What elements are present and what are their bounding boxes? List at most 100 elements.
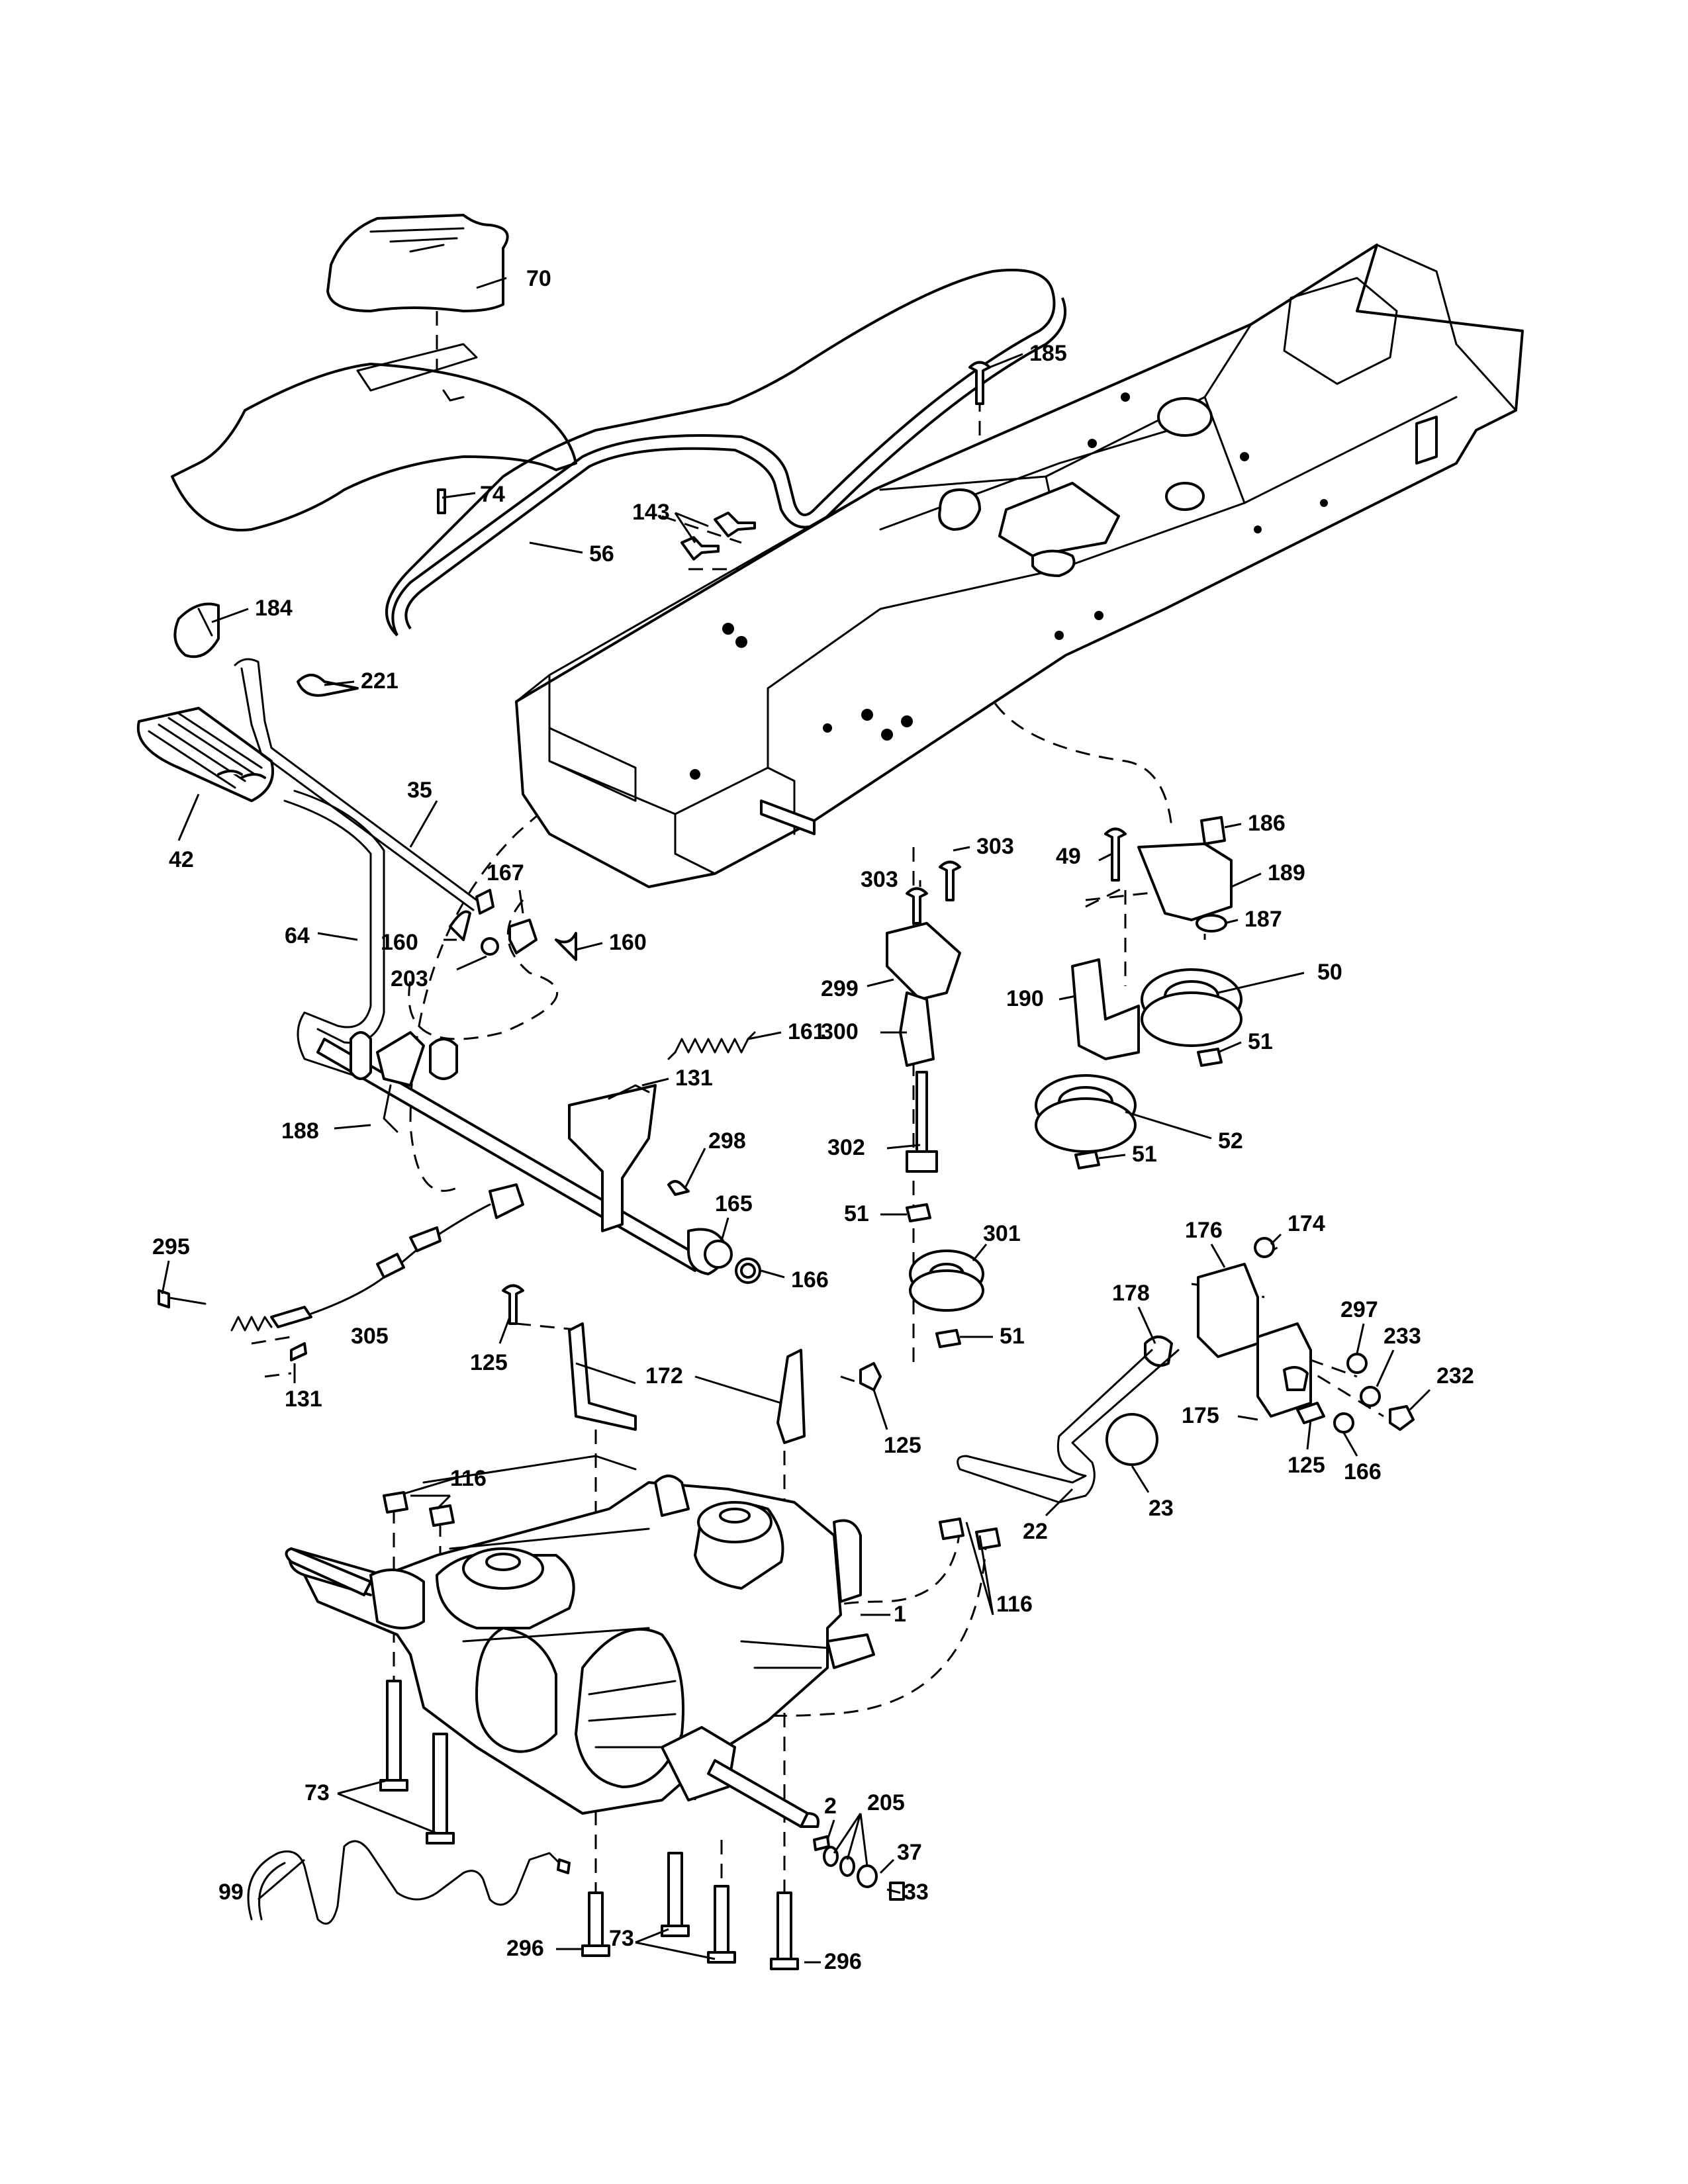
- label-305: 305: [351, 1324, 389, 1349]
- washer-297: [1346, 1353, 1368, 1374]
- fender: [171, 363, 577, 531]
- transaxle-brackets: [502, 1284, 882, 1444]
- label-233: 233: [1383, 1324, 1421, 1349]
- rod-22: [957, 1349, 1180, 1504]
- label-116-right: 116: [996, 1592, 1033, 1617]
- drive-belt: [385, 269, 1067, 637]
- label-165: 165: [715, 1191, 753, 1216]
- label-301: 301: [983, 1221, 1021, 1246]
- label-50: 50: [1317, 960, 1342, 985]
- fender-cover: [326, 214, 509, 312]
- label-51-a: 51: [1248, 1029, 1273, 1054]
- label-300: 300: [821, 1019, 859, 1044]
- bolt-232: [1389, 1405, 1415, 1431]
- label-35: 35: [407, 778, 432, 803]
- label-73-bottom: 73: [609, 1926, 634, 1951]
- label-186: 186: [1248, 811, 1286, 836]
- label-302: 302: [827, 1135, 865, 1160]
- callout-labels: 70 74 56 185 143 184 221 35 42 64 167 16…: [152, 266, 1474, 1974]
- label-160-left: 160: [381, 930, 418, 955]
- label-51-b: 51: [1132, 1142, 1157, 1167]
- brake-shaft-188: [316, 1031, 727, 1275]
- control-linkage-right: [957, 1237, 1415, 1504]
- label-22: 22: [1023, 1519, 1048, 1544]
- label-174: 174: [1288, 1211, 1325, 1236]
- axle-left: [285, 1547, 372, 1596]
- spring-131-upper: [608, 1084, 650, 1100]
- washer-233: [1360, 1386, 1381, 1407]
- knob-184: [173, 602, 220, 659]
- label-187: 187: [1244, 907, 1282, 932]
- pulley-assembly: [1035, 816, 1243, 1169]
- cable-305: [158, 1183, 524, 1361]
- label-167: 167: [487, 860, 524, 886]
- label-296-right: 296: [824, 1949, 862, 1974]
- fender-screw-74: [437, 488, 446, 514]
- label-176: 176: [1185, 1218, 1223, 1243]
- pedal-assembly: [136, 602, 494, 1100]
- label-221: 221: [361, 668, 399, 694]
- washer-203: [481, 937, 499, 956]
- leader-lines: [161, 277, 1431, 1964]
- label-116-left: 116: [450, 1466, 487, 1491]
- fender-assembly: [171, 214, 577, 531]
- label-161: 161: [788, 1019, 825, 1044]
- label-51-c: 51: [844, 1201, 869, 1226]
- label-166-left: 166: [791, 1267, 829, 1293]
- disc-23: [1105, 1413, 1158, 1466]
- label-56: 56: [589, 541, 614, 567]
- label-295: 295: [152, 1234, 190, 1259]
- label-297: 297: [1340, 1297, 1378, 1322]
- label-131-upper: 131: [675, 1066, 713, 1091]
- transaxle-1: [285, 1455, 875, 1828]
- arm-300: [899, 991, 935, 1067]
- label-52: 52: [1218, 1128, 1243, 1154]
- label-188: 188: [281, 1118, 319, 1144]
- bracket-189: [1137, 842, 1233, 921]
- label-298: 298: [708, 1128, 746, 1154]
- label-1: 1: [894, 1602, 906, 1627]
- bracket-190: [1071, 958, 1140, 1060]
- label-51-d: 51: [1000, 1324, 1025, 1349]
- label-299: 299: [821, 976, 859, 1001]
- bushing-165: [704, 1240, 733, 1269]
- label-175: 175: [1182, 1403, 1219, 1428]
- frame-bolts: [680, 361, 991, 561]
- label-37: 37: [897, 1840, 922, 1865]
- label-131-lower: 131: [285, 1387, 322, 1412]
- label-125-mid: 125: [884, 1433, 921, 1458]
- pin-160-right: [555, 932, 577, 961]
- transaxle-hardware: [379, 1491, 1001, 1970]
- rod-99: [247, 1840, 571, 1925]
- pin-298: [667, 1180, 690, 1196]
- main-frame: [515, 244, 1524, 888]
- label-74: 74: [480, 482, 505, 507]
- pedal-arm-64: [283, 799, 425, 1100]
- label-73-left: 73: [305, 1780, 330, 1805]
- label-178: 178: [1112, 1281, 1150, 1306]
- label-189: 189: [1268, 860, 1305, 886]
- shaft-302: [915, 1071, 928, 1153]
- label-99: 99: [218, 1880, 244, 1905]
- label-49: 49: [1056, 844, 1081, 869]
- label-303-left: 303: [861, 867, 898, 892]
- bracket-299: [886, 922, 961, 1001]
- label-70: 70: [526, 266, 551, 291]
- washer-187: [1196, 914, 1227, 933]
- washer-174: [1254, 1237, 1275, 1258]
- spring-178: [1144, 1336, 1173, 1367]
- axle-right: [707, 1759, 809, 1828]
- spring-161: [674, 1038, 749, 1054]
- label-172: 172: [645, 1363, 683, 1388]
- label-42: 42: [169, 847, 194, 872]
- rod-35: [234, 658, 478, 901]
- label-296-left: 296: [506, 1936, 544, 1961]
- label-232: 232: [1436, 1363, 1474, 1388]
- label-125-right: 125: [1288, 1453, 1325, 1478]
- linkage-hardware: [449, 910, 761, 1284]
- label-185: 185: [1029, 341, 1067, 366]
- label-203: 203: [391, 966, 428, 991]
- washer-166-right: [1333, 1412, 1354, 1433]
- label-160-right: 160: [609, 930, 647, 955]
